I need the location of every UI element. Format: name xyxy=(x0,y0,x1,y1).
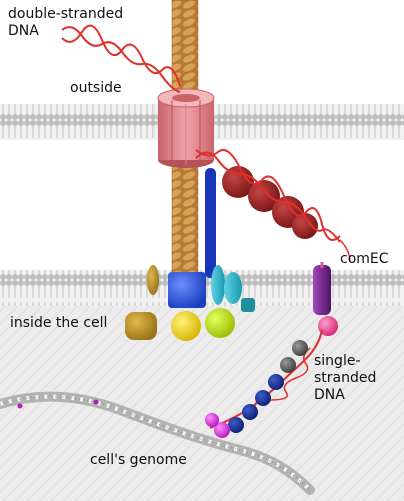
comec-cap xyxy=(318,316,338,336)
double-stranded-dna-helix xyxy=(61,24,351,263)
single-stranded-dna-strand xyxy=(205,329,323,438)
secretin-pore xyxy=(157,88,215,168)
label-cells-genome: cell's genome xyxy=(90,452,187,468)
dna-binding-proteins xyxy=(222,166,318,239)
genome-helix xyxy=(0,391,315,495)
inner-membrane-complex xyxy=(125,265,255,341)
label-comec: comEC xyxy=(340,251,389,267)
label-outside: outside xyxy=(70,80,122,96)
membrane-protein-rod xyxy=(205,168,216,278)
label-inside-the-cell: inside the cell xyxy=(10,315,108,331)
label-double-stranded-dna: double-stranded DNA xyxy=(8,6,124,39)
comec-channel xyxy=(313,262,331,315)
label-single-stranded-dna: single- stranded DNA xyxy=(314,353,377,403)
